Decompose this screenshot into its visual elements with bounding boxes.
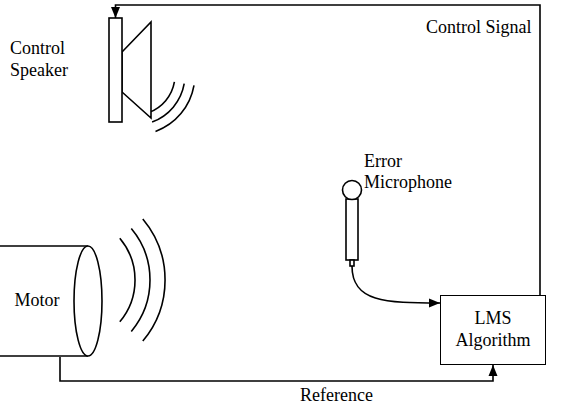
motor-cylinder: Motor: [0, 245, 105, 357]
speaker-cone: [122, 22, 151, 118]
connector-line: [60, 357, 493, 381]
mic-handle: [346, 199, 358, 260]
node-label: Motor: [0, 290, 74, 312]
signal-label: Reference: [298, 385, 375, 407]
signal-connector: [60, 357, 498, 381]
speaker-outline: [108, 18, 152, 122]
node-label: LMS Algorithm: [447, 308, 539, 351]
arrowhead: [429, 299, 440, 308]
signal-label: Control Signal: [424, 17, 534, 39]
control-speaker: Control Speaker: [108, 18, 152, 122]
lms-box: LMS Algorithm: [440, 295, 546, 365]
speaker-waves: [149, 82, 194, 131]
arrowhead: [489, 365, 498, 376]
signal-connector: [352, 266, 440, 308]
connector-line: [352, 266, 440, 303]
error-microphone: Error Microphone: [340, 180, 364, 266]
connector-line: [116, 5, 541, 295]
mic-outline: [340, 180, 364, 266]
motor-end: [74, 246, 102, 356]
mic-plug: [350, 260, 354, 266]
signal-connector: [111, 5, 540, 295]
node-label: Error Microphone: [364, 151, 476, 194]
mic-head: [343, 181, 362, 200]
node-label: Control Speaker: [10, 38, 92, 81]
speaker-body: [109, 18, 122, 122]
motor-waves: [120, 219, 165, 341]
arrowhead: [111, 7, 120, 18]
